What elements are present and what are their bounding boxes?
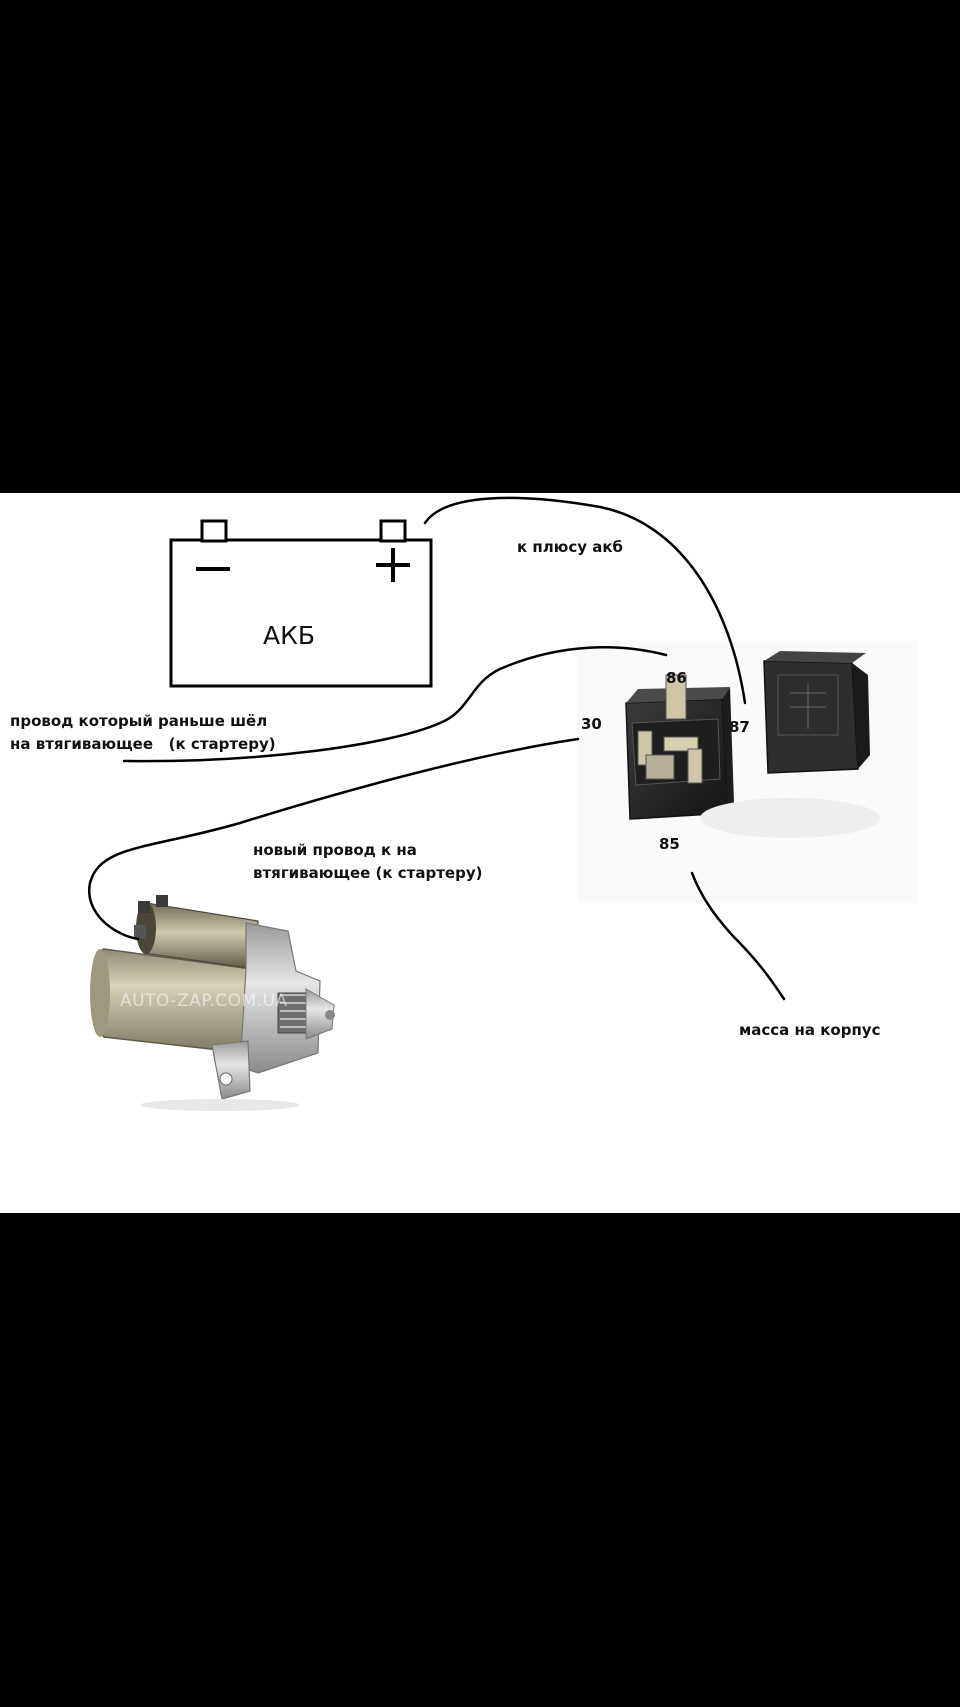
diagram-svg [87, 496, 917, 1111]
wire-battery-plus-to-87 [423, 496, 747, 705]
pin-label-85: 85 [659, 835, 680, 853]
label-ground: масса на корпус [739, 1021, 881, 1039]
pin-label-86: 86 [666, 669, 687, 687]
solenoid-terminal [138, 901, 150, 913]
pinion-gear-icon [277, 988, 335, 1040]
wire-85-to-ground [690, 871, 786, 1001]
relay-photo [577, 641, 917, 903]
wire-30-to-starter [87, 737, 580, 941]
watermark: AUTO-ZAP.COM.UA [120, 991, 288, 1011]
label-new-wire-line1: новый провод к на [253, 841, 417, 859]
wire-old-to-86 [122, 646, 668, 763]
battery-label: АКБ [263, 621, 316, 650]
label-old-wire-line2: на втягивающее (к стартеру) [10, 735, 276, 753]
battery-terminal-minus [200, 519, 228, 543]
label-new-wire-line2: втягивающее (к стартеру) [253, 864, 483, 882]
pin-label-87: 87 [729, 718, 750, 736]
battery [169, 519, 433, 688]
relay-pin-85 [687, 748, 703, 784]
wires [87, 496, 786, 1001]
label-old-wire-line1: провод который раньше шёл [10, 712, 268, 730]
battery-terminal-plus [379, 519, 407, 543]
pin-label-30: 30 [581, 715, 602, 733]
wiring-diagram: АКБ 86 87 30 85 к плюсу акб провод котор… [0, 493, 960, 1213]
relay-label-print [777, 674, 839, 736]
label-to-battery-plus: к плюсу акб [517, 538, 624, 556]
starter-motor [90, 895, 335, 1111]
relay-pin-86 [665, 674, 687, 720]
mounting-flange [211, 1040, 251, 1100]
